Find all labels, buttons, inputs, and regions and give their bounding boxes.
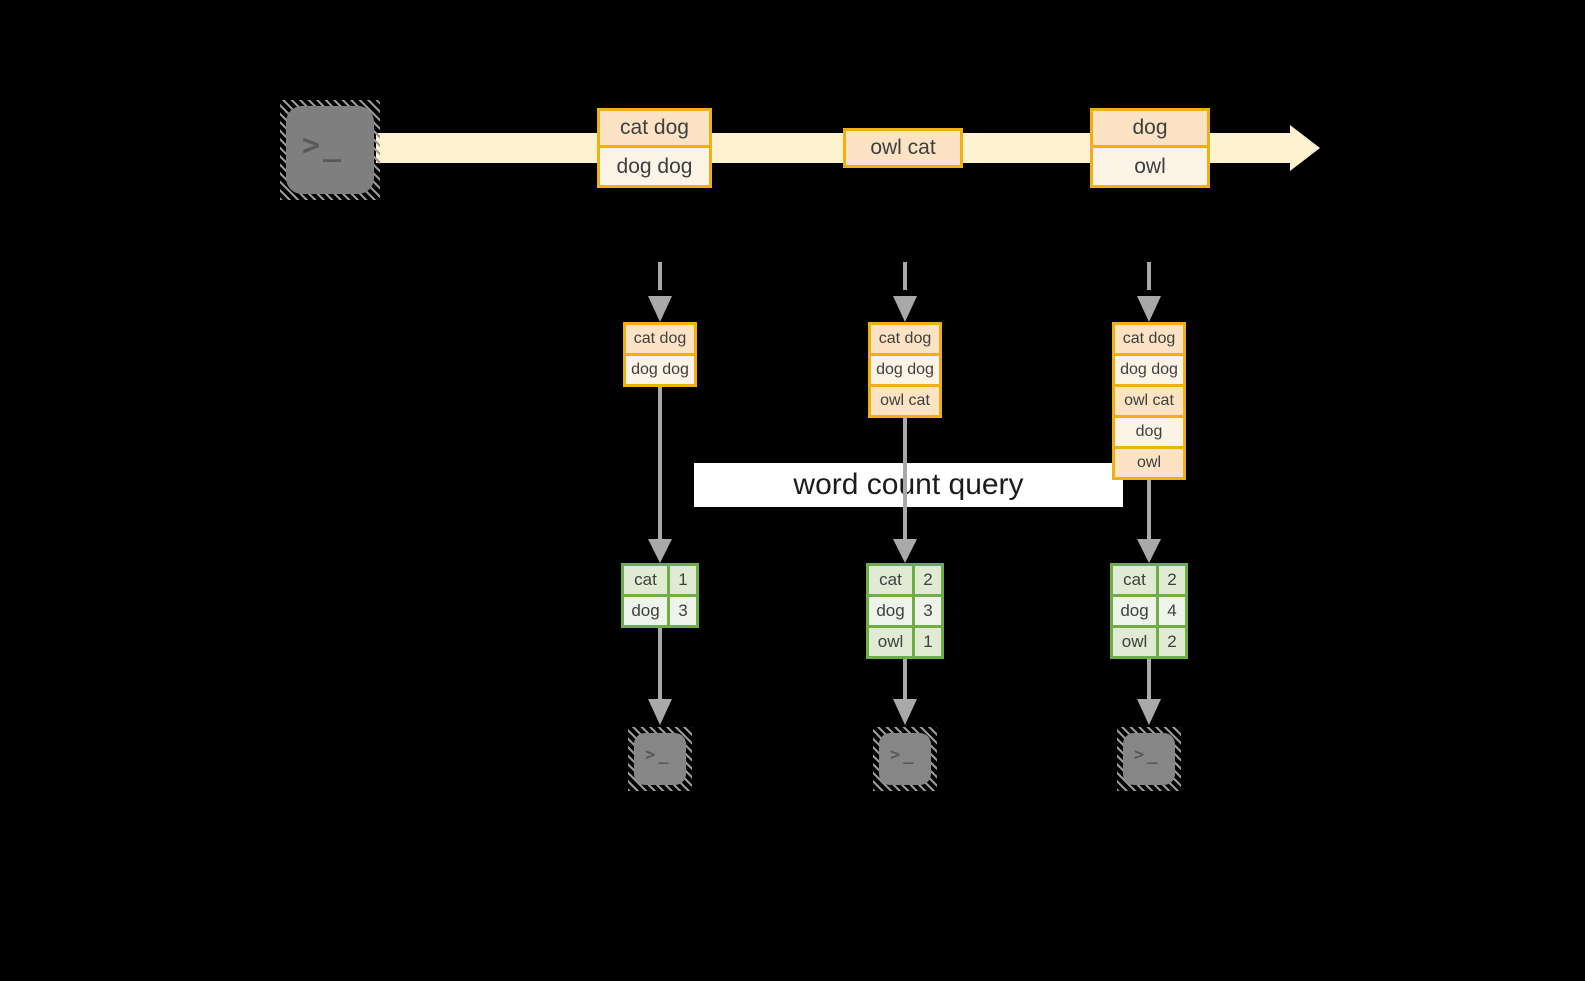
terminal-screen: >_	[634, 733, 686, 785]
sink-terminal-icon: >_	[628, 727, 692, 791]
arrow-line	[1147, 659, 1151, 700]
stack-record: cat dog	[1115, 325, 1183, 356]
stream-record-box-1: cat dog dog dog	[597, 108, 712, 188]
table-row: cat 1	[624, 566, 696, 597]
count-cell: 1	[678, 570, 688, 589]
arrow-line	[658, 628, 662, 700]
word-cell: dog	[624, 597, 670, 625]
down-arrowhead-icon	[1137, 699, 1161, 725]
down-arrowhead-icon	[648, 539, 672, 563]
down-arrowhead-icon	[648, 699, 672, 725]
stream-record: dog dog	[600, 148, 709, 185]
table-row: cat 2	[869, 566, 941, 597]
stream-arrowhead-icon	[1290, 125, 1320, 171]
stack-record: cat dog	[626, 325, 694, 356]
terminal-prompt-glyph: >_	[890, 745, 917, 765]
stream-record-box-2: owl cat	[843, 128, 963, 168]
dashed-arrow-segment	[1147, 262, 1151, 290]
terminal-prompt-glyph: >_	[1134, 745, 1161, 765]
dashed-arrow-segment	[658, 262, 662, 290]
stack-record: cat dog	[871, 325, 939, 356]
word-cell: owl	[1113, 628, 1159, 656]
table-row: owl 1	[869, 628, 941, 656]
stack-record: dog dog	[1115, 356, 1183, 387]
query-band: word count query	[694, 463, 1123, 507]
down-arrowhead-icon	[893, 699, 917, 725]
dashed-arrow-segment	[903, 262, 907, 290]
count-cell: 1	[923, 632, 933, 651]
arrow-line	[903, 659, 907, 700]
count-cell: 3	[678, 601, 688, 620]
down-arrowhead-icon	[1137, 539, 1161, 563]
sink-terminal-icon: >_	[873, 727, 937, 791]
table-row: dog 3	[624, 597, 696, 625]
stream-record: owl	[1093, 148, 1207, 185]
count-cell: 4	[1167, 601, 1177, 620]
arrow-line	[658, 387, 662, 539]
stream-record-box-3: dog owl	[1090, 108, 1210, 188]
word-cell: cat	[624, 566, 670, 594]
accumulated-stack-3: cat dog dog dog owl cat dog owl	[1112, 322, 1186, 480]
count-cell: 2	[923, 570, 933, 589]
arrow-line	[1147, 480, 1151, 539]
terminal-screen: >_	[286, 106, 374, 194]
terminal-prompt-glyph: >_	[645, 745, 672, 765]
count-cell: 2	[1167, 632, 1177, 651]
word-cell: cat	[1113, 566, 1159, 594]
stack-record: owl cat	[871, 387, 939, 415]
query-label: word count query	[793, 468, 1024, 501]
wordcount-table-3: cat 2 dog 4 owl 2	[1110, 563, 1188, 659]
wordcount-table-1: cat 1 dog 3	[621, 563, 699, 628]
terminal-screen: >_	[879, 733, 931, 785]
down-arrowhead-icon	[893, 539, 917, 563]
stack-record: dog	[1115, 418, 1183, 449]
sink-terminal-icon: >_	[1117, 727, 1181, 791]
down-arrowhead-icon	[893, 296, 917, 322]
stream-record: cat dog	[600, 111, 709, 148]
stack-record: dog dog	[626, 356, 694, 384]
stream-record: owl cat	[846, 131, 960, 165]
terminal-screen: >_	[1123, 733, 1175, 785]
wordcount-table-2: cat 2 dog 3 owl 1	[866, 563, 944, 659]
accumulated-stack-1: cat dog dog dog	[623, 322, 697, 387]
arrow-line	[903, 418, 907, 539]
down-arrowhead-icon	[1137, 296, 1161, 322]
table-row: owl 2	[1113, 628, 1185, 656]
count-cell: 2	[1167, 570, 1177, 589]
table-row: dog 3	[869, 597, 941, 628]
stream-record: dog	[1093, 111, 1207, 148]
stack-record: owl	[1115, 449, 1183, 477]
word-cell: dog	[1113, 597, 1159, 625]
down-arrowhead-icon	[648, 296, 672, 322]
table-row: dog 4	[1113, 597, 1185, 628]
count-cell: 3	[923, 601, 933, 620]
stack-record: dog dog	[871, 356, 939, 387]
stack-record: owl cat	[1115, 387, 1183, 418]
source-terminal-icon: >_	[280, 100, 380, 200]
word-cell: owl	[869, 628, 915, 656]
table-row: cat 2	[1113, 566, 1185, 597]
word-cell: cat	[869, 566, 915, 594]
accumulated-stack-2: cat dog dog dog owl cat	[868, 322, 942, 418]
terminal-prompt-glyph: >_	[302, 127, 345, 163]
word-cell: dog	[869, 597, 915, 625]
